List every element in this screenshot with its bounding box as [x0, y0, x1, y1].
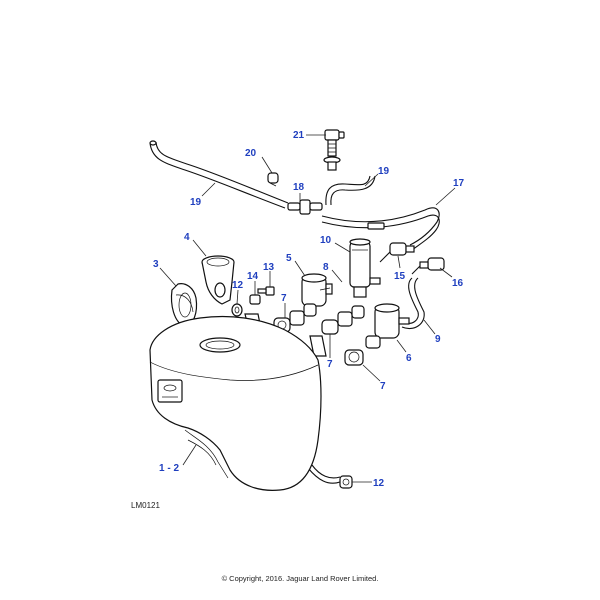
leader-lines	[159, 134, 456, 483]
callout-3: 3	[153, 259, 159, 270]
clip-20	[267, 172, 279, 187]
copyright-notice: © Copyright, 2016. Jaguar Land Rover Lim…	[221, 574, 379, 583]
callout-4: 4	[184, 232, 190, 243]
washer-reservoir-tank	[149, 315, 322, 491]
hose-19-left	[149, 140, 289, 209]
callout-labels: 21 20 19 18 19 17 10 4 5 8 15 16 3 13 14…	[153, 130, 465, 489]
filler-neck-4	[201, 255, 235, 305]
callout-7-left: 7	[281, 293, 287, 304]
callout-16: 16	[452, 278, 464, 289]
grommet-12-lower	[339, 475, 353, 489]
callout-20: 20	[245, 148, 257, 159]
callout-8: 8	[323, 262, 329, 273]
callout-5: 5	[286, 253, 292, 264]
callout-19-left: 19	[190, 197, 202, 208]
callout-17: 17	[453, 178, 465, 189]
pump-grommet-7b	[321, 305, 365, 335]
callout-9: 9	[435, 334, 441, 345]
screw-13	[257, 286, 275, 296]
hose-19-right	[325, 175, 376, 206]
callout-6: 6	[406, 353, 412, 364]
tank-bracket-right	[309, 335, 327, 357]
hose-lower	[307, 464, 341, 484]
tee-connector-18	[287, 199, 323, 215]
washer-pump-6	[365, 303, 410, 349]
callout-14: 14	[247, 271, 259, 282]
nozzle-21	[323, 129, 345, 171]
pump-grommet-7c	[344, 349, 364, 366]
callout-18: 18	[293, 182, 305, 193]
callout-21: 21	[293, 130, 305, 141]
callout-13: 13	[263, 262, 275, 273]
callout-10: 10	[320, 235, 332, 246]
grommet-12-upper	[231, 303, 243, 317]
check-valve-15	[379, 242, 415, 263]
washer-pump-5	[301, 273, 333, 307]
hose-17	[321, 207, 440, 251]
callout-15: 15	[394, 271, 406, 282]
diagram-reference-code: LM0121	[131, 501, 160, 510]
callout-7-middle: 7	[327, 359, 333, 370]
callout-7-right: 7	[380, 381, 386, 392]
pump-10	[349, 238, 381, 298]
callout-12-upper: 12	[232, 280, 244, 291]
callout-1-2: 1 - 2	[159, 463, 179, 474]
nut-14	[249, 294, 261, 305]
hose-9	[401, 277, 425, 330]
check-valve-16	[411, 257, 445, 275]
callout-12-lower: 12	[373, 478, 385, 489]
callout-19-right: 19	[378, 166, 390, 177]
filler-cap-3	[170, 283, 198, 327]
